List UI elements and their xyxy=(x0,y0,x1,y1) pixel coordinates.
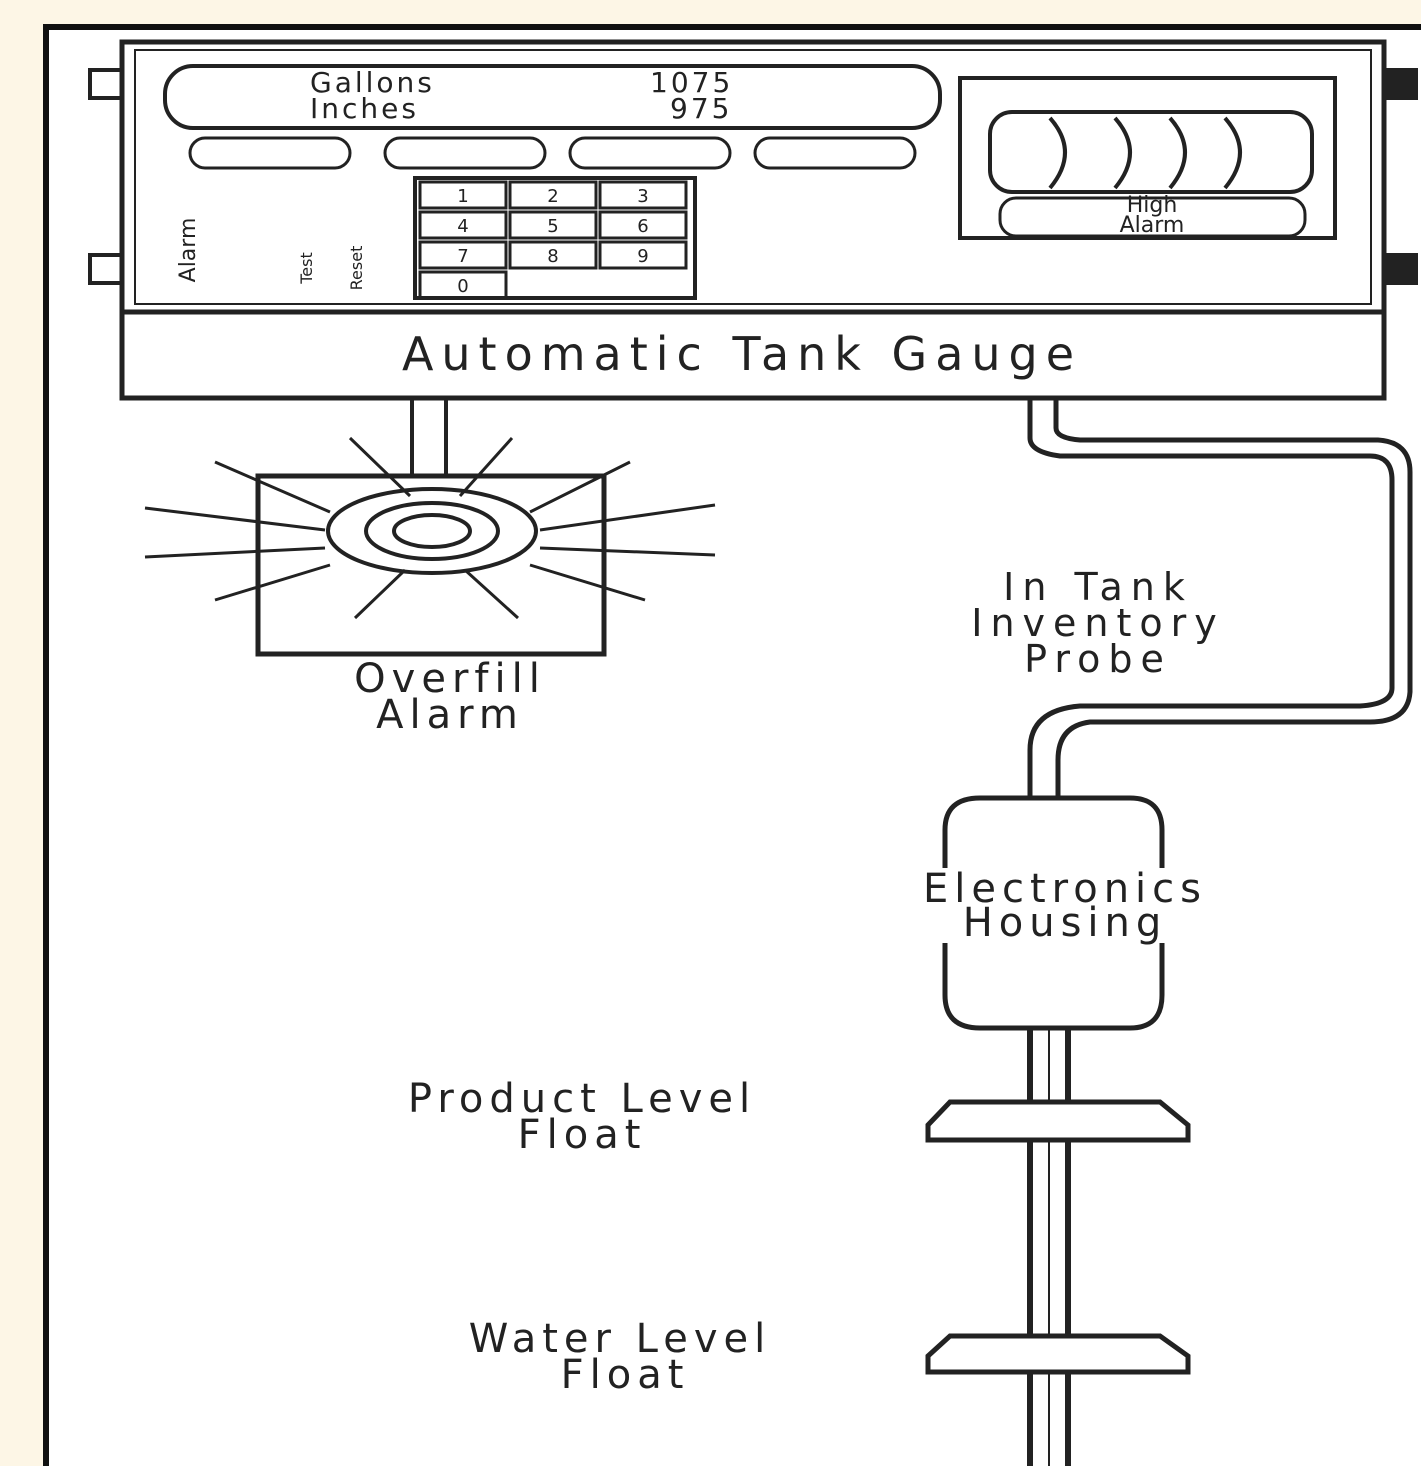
keypad-key-label: 0 xyxy=(457,276,468,297)
high-alarm-label-1: High xyxy=(1127,193,1178,218)
test-side-label: Test xyxy=(297,252,316,285)
product-float-label-1: Product Level xyxy=(408,1076,756,1122)
water-float-label-1: Water Level xyxy=(469,1316,772,1362)
keypad-key[interactable] xyxy=(418,270,508,300)
keypad-key[interactable] xyxy=(508,240,598,270)
housing-label-1: Electronics xyxy=(923,866,1207,912)
overfill-alarm-box xyxy=(255,473,607,657)
water-float-label-2: Float xyxy=(561,1352,690,1398)
gauge-label-bar xyxy=(119,309,1387,401)
product-float-label-2: Float xyxy=(518,1112,647,1158)
keypad-key[interactable] xyxy=(598,210,688,240)
function-button-2[interactable] xyxy=(383,136,547,170)
keypad-key-label: 2 xyxy=(547,186,558,207)
keypad-key[interactable] xyxy=(418,180,508,210)
water-level-float xyxy=(925,1333,1191,1375)
function-button-1[interactable] xyxy=(188,136,352,170)
keypad-key[interactable] xyxy=(508,180,598,210)
high-alarm-horn xyxy=(988,110,1314,194)
keypad-key-label: 5 xyxy=(547,216,558,237)
diagram-frame xyxy=(43,24,1421,1466)
display-row1-value: 1075 xyxy=(650,66,733,99)
horn-sound-wave xyxy=(1113,116,1132,190)
keypad-key[interactable] xyxy=(598,180,688,210)
overfill-alarm xyxy=(144,396,716,657)
display-row1-label: Gallons xyxy=(310,66,435,99)
reset-side-label: Reset xyxy=(347,246,366,291)
alarm-side-label: Alarm xyxy=(176,218,201,283)
horn-sound-wave xyxy=(1223,116,1242,190)
mount-tab xyxy=(1382,68,1418,100)
high-alarm-label-2: Alarm xyxy=(1120,213,1185,238)
function-button-3[interactable] xyxy=(568,136,732,170)
probe-label-3: Probe xyxy=(1024,637,1172,681)
display-window xyxy=(163,64,942,130)
light-rays xyxy=(144,436,716,620)
product-level-float xyxy=(925,1099,1191,1143)
high-alarm-panel xyxy=(958,76,1337,240)
electronics-housing xyxy=(942,795,1165,1031)
keypad-key-label: 6 xyxy=(637,216,648,237)
gauge-console: 1 2 3 4 5 6 7 8 9 0 xyxy=(88,39,1418,401)
mount-tab xyxy=(88,68,124,100)
keypad-key-label: 4 xyxy=(457,216,468,237)
keypad-key-label: 7 xyxy=(457,246,468,267)
mount-tab xyxy=(88,253,124,285)
horn-sound-wave xyxy=(1048,116,1067,190)
keypad xyxy=(413,176,697,300)
keypad-key[interactable] xyxy=(418,210,508,240)
keypad-key[interactable] xyxy=(598,240,688,270)
probe-label-2: Inventory xyxy=(971,601,1225,645)
horn-sound-wave xyxy=(1168,116,1187,190)
keypad-key-label: 9 xyxy=(637,246,648,267)
keypad-key-label: 1 xyxy=(457,186,468,207)
keypad-key[interactable] xyxy=(508,210,598,240)
probe-cable xyxy=(1027,398,1413,800)
gauge-title: Automatic Tank Gauge xyxy=(402,327,1082,381)
probe-label-1: In Tank xyxy=(1003,565,1193,609)
function-button-4[interactable] xyxy=(753,136,917,170)
keypad-key-label: 8 xyxy=(547,246,558,267)
display-row2-value: 975 xyxy=(670,92,732,125)
housing-label-2: Housing xyxy=(963,900,1168,946)
overfill-label-1: Overfill xyxy=(354,656,546,702)
mount-tab xyxy=(1382,253,1418,285)
overfill-label-2: Alarm xyxy=(376,692,524,738)
keypad-key[interactable] xyxy=(418,240,508,270)
display-row2-label: Inches xyxy=(310,92,419,125)
keypad-key-label: 3 xyxy=(637,186,648,207)
alarm-light xyxy=(326,487,538,575)
